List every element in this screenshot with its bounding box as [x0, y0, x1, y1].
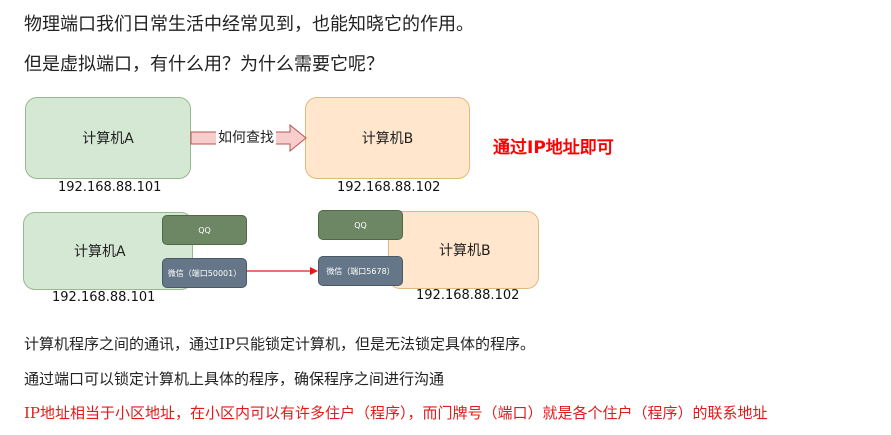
computer-b-box: 计算机B [305, 97, 470, 179]
computer-b-label: 计算机B [361, 131, 414, 147]
ip-a-label: 192.168.88.101 [58, 180, 162, 195]
paragraph-3: IP地址相当于小区地址，在小区内可以有许多住户（程序），而门牌号（端口）就是各个… [24, 404, 768, 422]
computer-b-box-2: 计算机B [388, 211, 539, 289]
qq-chip-a-label: QQ [198, 225, 211, 235]
qq-chip-b-label: QQ [354, 220, 367, 230]
ip-b-label-2: 192.168.88.102 [416, 288, 520, 303]
intro-line-2: 但是虚拟端口，有什么用？为什么需要它呢？ [24, 54, 384, 75]
port-connection-arrow [247, 267, 318, 275]
wechat-chip-b-label: 微信（端口5678） [326, 266, 395, 276]
intro-line-1: 物理端口我们日常生活中经常见到，也能知晓它的作用。 [24, 14, 474, 35]
qq-chip-a: QQ [162, 215, 247, 245]
wechat-chip-a: 微信（端口50001） [162, 258, 247, 288]
paragraph-2: 通过端口可以锁定计算机上具体的程序，确保程序之间进行沟通 [24, 370, 445, 388]
lookup-label: 如何查找 [216, 130, 276, 146]
computer-a-label-2: 计算机A [74, 244, 126, 260]
ip-b-label: 192.168.88.102 [337, 180, 441, 195]
computer-b-label-2: 计算机B [439, 243, 491, 259]
answer-text: 通过IP地址即可 [493, 138, 614, 158]
qq-chip-b: QQ [318, 210, 403, 240]
wechat-chip-b: 微信（端口5678） [318, 256, 403, 286]
wechat-chip-a-label: 微信（端口50001） [167, 268, 242, 278]
computer-a-box: 计算机A [25, 97, 191, 179]
ip-a-label-2: 192.168.88.101 [52, 290, 156, 305]
computer-a-label: 计算机A [82, 131, 134, 147]
paragraph-1: 计算机程序之间的通讯，通过IP只能锁定计算机，但是无法锁定具体的程序。 [24, 335, 536, 353]
